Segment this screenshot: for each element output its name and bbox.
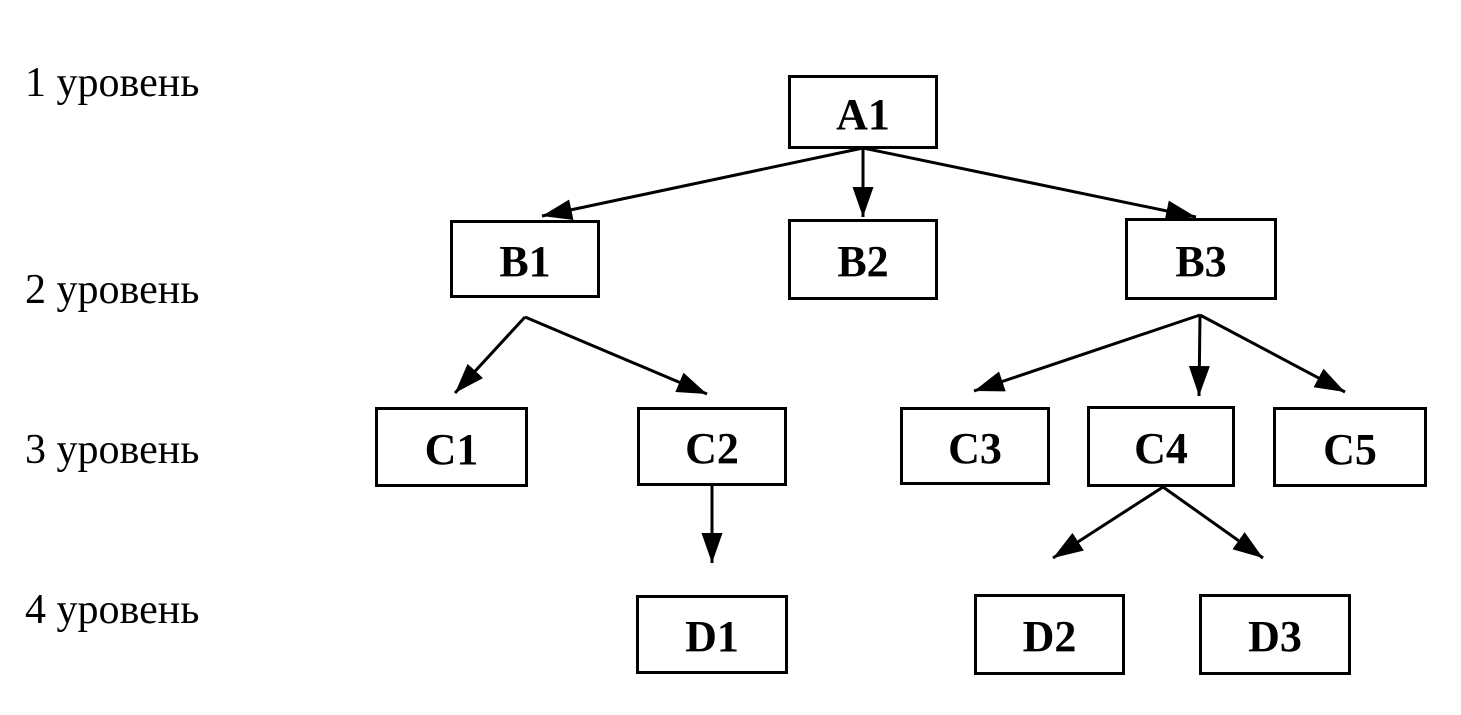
- edge-C4-D2: [1052, 485, 1164, 560]
- node-label-C5: C5: [1323, 424, 1377, 474]
- edge-group: [453, 146, 1346, 563]
- edge-A1-B3: [862, 146, 1197, 222]
- node-label-B1: B1: [499, 236, 551, 286]
- node-label-B3: B3: [1175, 236, 1227, 286]
- node-label-D3: D3: [1248, 612, 1302, 661]
- edge-B3-C3: [973, 313, 1201, 393]
- edge-B3-C5: [1199, 313, 1346, 394]
- level-label-1: 1 уровень: [25, 60, 200, 106]
- edge-A1-B1: [541, 146, 864, 221]
- node-C4: C4: [1087, 406, 1235, 487]
- edge-B1-C2: [524, 315, 708, 396]
- node-label-C1: C1: [424, 424, 479, 474]
- node-label-A1: A1: [836, 89, 890, 139]
- node-label-D1: D1: [685, 612, 739, 661]
- level-label-3: 3 уровень: [25, 427, 200, 473]
- node-label-D2: D2: [1022, 612, 1077, 661]
- edge-B1-C1: [453, 315, 527, 395]
- level-label-2: 2 уровень: [25, 267, 200, 313]
- node-label-C2: C2: [685, 424, 739, 473]
- level-label-4: 4 уровень: [25, 587, 200, 633]
- node-label-C3: C3: [948, 423, 1002, 473]
- node-D3: D3: [1199, 594, 1351, 675]
- node-D1: D1: [636, 595, 788, 674]
- node-C1: C1: [375, 407, 528, 487]
- node-D2: D2: [974, 594, 1125, 675]
- node-C5: C5: [1273, 407, 1427, 487]
- node-label-B2: B2: [837, 237, 889, 286]
- node-label-C4: C4: [1134, 424, 1188, 473]
- node-C2: C2: [637, 407, 787, 486]
- node-A1: A1: [788, 75, 938, 149]
- edge-B3-C4: [1188, 314, 1210, 397]
- edge-C4-D3: [1162, 485, 1264, 560]
- node-B3: B3: [1125, 218, 1277, 300]
- node-C3: C3: [900, 407, 1050, 485]
- node-B2: B2: [788, 219, 938, 300]
- node-B1: B1: [450, 220, 600, 298]
